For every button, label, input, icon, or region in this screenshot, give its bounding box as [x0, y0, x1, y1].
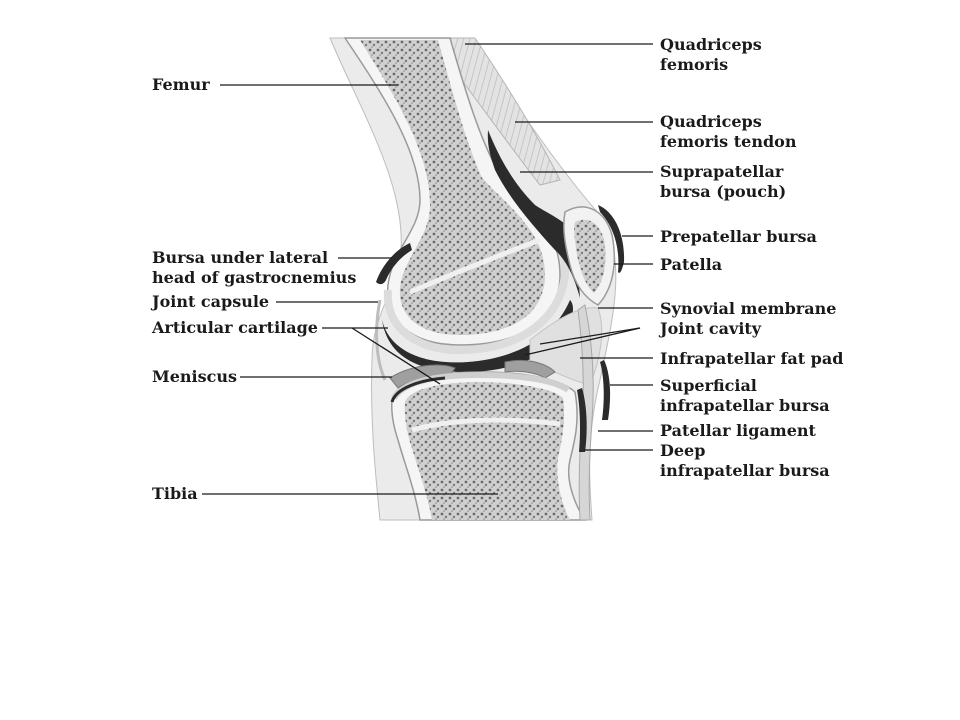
- leader-lines-right: [465, 43, 653, 451]
- leader-lines-left: [202, 84, 498, 495]
- label-quadriceps-femoris: Quadriceps femoris: [660, 35, 767, 74]
- superficial-infrapatellar-bursa-shape: [600, 360, 611, 420]
- label-quadriceps-femoris-tendon: Quadriceps femoris tendon: [660, 112, 797, 151]
- tibia-spongy-bone: [404, 382, 570, 520]
- femur-spongy-bone: [360, 40, 545, 335]
- label-tibia: Tibia: [152, 484, 198, 503]
- label-femur: Femur: [152, 75, 210, 94]
- femur-epiphyseal-line: [409, 237, 541, 295]
- label-joint-cavity: Joint cavity: [658, 319, 762, 338]
- label-patella: Patella: [660, 255, 722, 274]
- label-synovial-membrane: Synovial membrane: [660, 299, 836, 318]
- label-infrapatellar-fat-pad: Infrapatellar fat pad: [660, 349, 843, 368]
- tibia-epiphyseal-line: [411, 417, 561, 433]
- label-suprapatellar-bursa: Suprapatellar bursa (pouch): [660, 162, 789, 201]
- label-bursa-under-lateral-head-gastrocnemius: Bursa under lateral head of gastrocnemiu…: [152, 248, 356, 287]
- patella-spongy-bone: [574, 219, 606, 293]
- label-patellar-ligament: Patellar ligament: [660, 421, 817, 440]
- quadriceps-muscle: [428, 37, 561, 186]
- label-superficial-infrapatellar-bursa: Superficial infrapatellar bursa: [660, 376, 830, 415]
- label-meniscus: Meniscus: [152, 367, 237, 386]
- label-articular-cartilage: Articular cartilage: [151, 318, 318, 337]
- deep-infrapatellar-bursa-shape: [577, 388, 587, 452]
- joint-cavity-shape: [382, 300, 573, 372]
- tibia-plateau-edge: [390, 376, 446, 403]
- prepatellar-bursa-shape: [598, 205, 625, 273]
- suprapatellar-bursa-shape: [487, 130, 580, 298]
- label-joint-capsule: Joint capsule: [150, 292, 269, 311]
- gastrocnemius-bursa-shape: [376, 243, 412, 285]
- label-deep-infrapatellar-bursa: Deep infrapatellar bursa: [660, 441, 830, 480]
- label-prepatellar-bursa: Prepatellar bursa: [660, 227, 817, 246]
